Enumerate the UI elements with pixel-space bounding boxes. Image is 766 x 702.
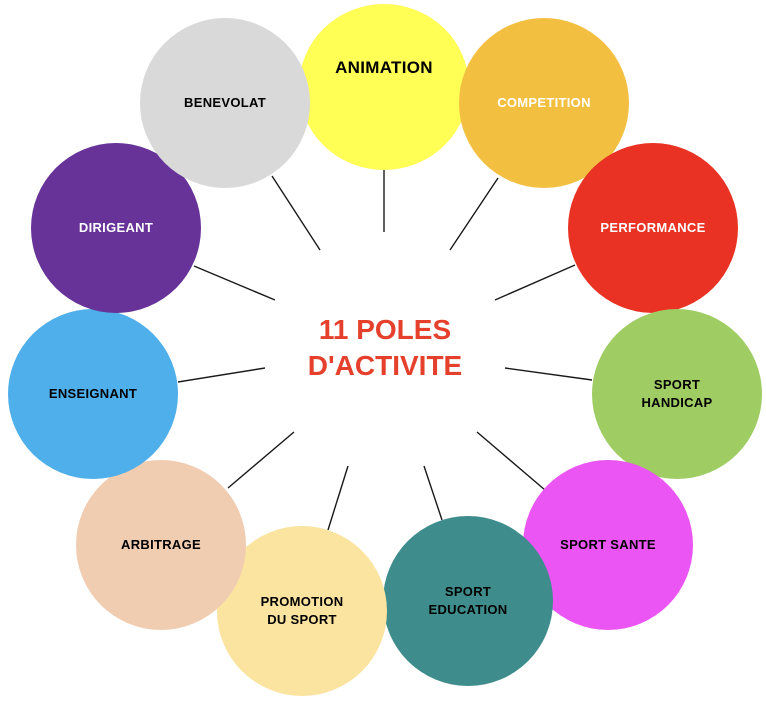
pole-promotion-du-sport: PROMOTION DU SPORT <box>217 526 387 696</box>
pole-label: SPORT EDUCATION <box>428 584 508 617</box>
pole-sport-handicap: SPORT HANDICAP <box>592 309 762 479</box>
connector-line <box>423 465 443 521</box>
connector-line <box>449 177 499 251</box>
pole-label: ANIMATION <box>335 58 433 77</box>
center-title-line2: D'ACTIVITE <box>307 350 463 381</box>
pole-enseignant: ENSEIGNANT <box>8 309 178 479</box>
connector-line <box>193 265 276 301</box>
connector-line <box>177 367 266 383</box>
center-title: 11 POLES D'ACTIVITE <box>250 312 520 384</box>
pole-label: BENEVOLAT <box>184 95 266 110</box>
center-title-line1: 11 POLES <box>318 314 452 345</box>
pole-performance: PERFORMANCE <box>568 143 738 313</box>
connector-line <box>504 367 593 381</box>
pole-benevolat: BENEVOLAT <box>140 18 310 188</box>
connector-line <box>476 431 546 491</box>
pole-sport-education: SPORT EDUCATION <box>383 516 553 686</box>
pole-label: SPORT HANDICAP <box>641 377 713 410</box>
pole-arbitrage: ARBITRAGE <box>76 460 246 630</box>
pole-label: PERFORMANCE <box>600 220 706 235</box>
pole-animation: ANIMATION <box>299 4 469 170</box>
pole-dirigeant: DIRIGEANT <box>31 143 201 313</box>
pole-label: SPORT SANTE <box>560 537 656 552</box>
pole-label: COMPETITION <box>497 95 591 110</box>
connector-line <box>271 175 321 251</box>
connector-line <box>327 465 349 531</box>
connector-line <box>227 431 295 489</box>
connector-line <box>494 264 576 301</box>
pole-label: ENSEIGNANT <box>48 386 138 401</box>
pole-label: ARBITRAGE <box>121 537 201 552</box>
pole-label: PROMOTION DU SPORT <box>260 594 344 627</box>
pole-label: DIRIGEANT <box>78 220 154 235</box>
